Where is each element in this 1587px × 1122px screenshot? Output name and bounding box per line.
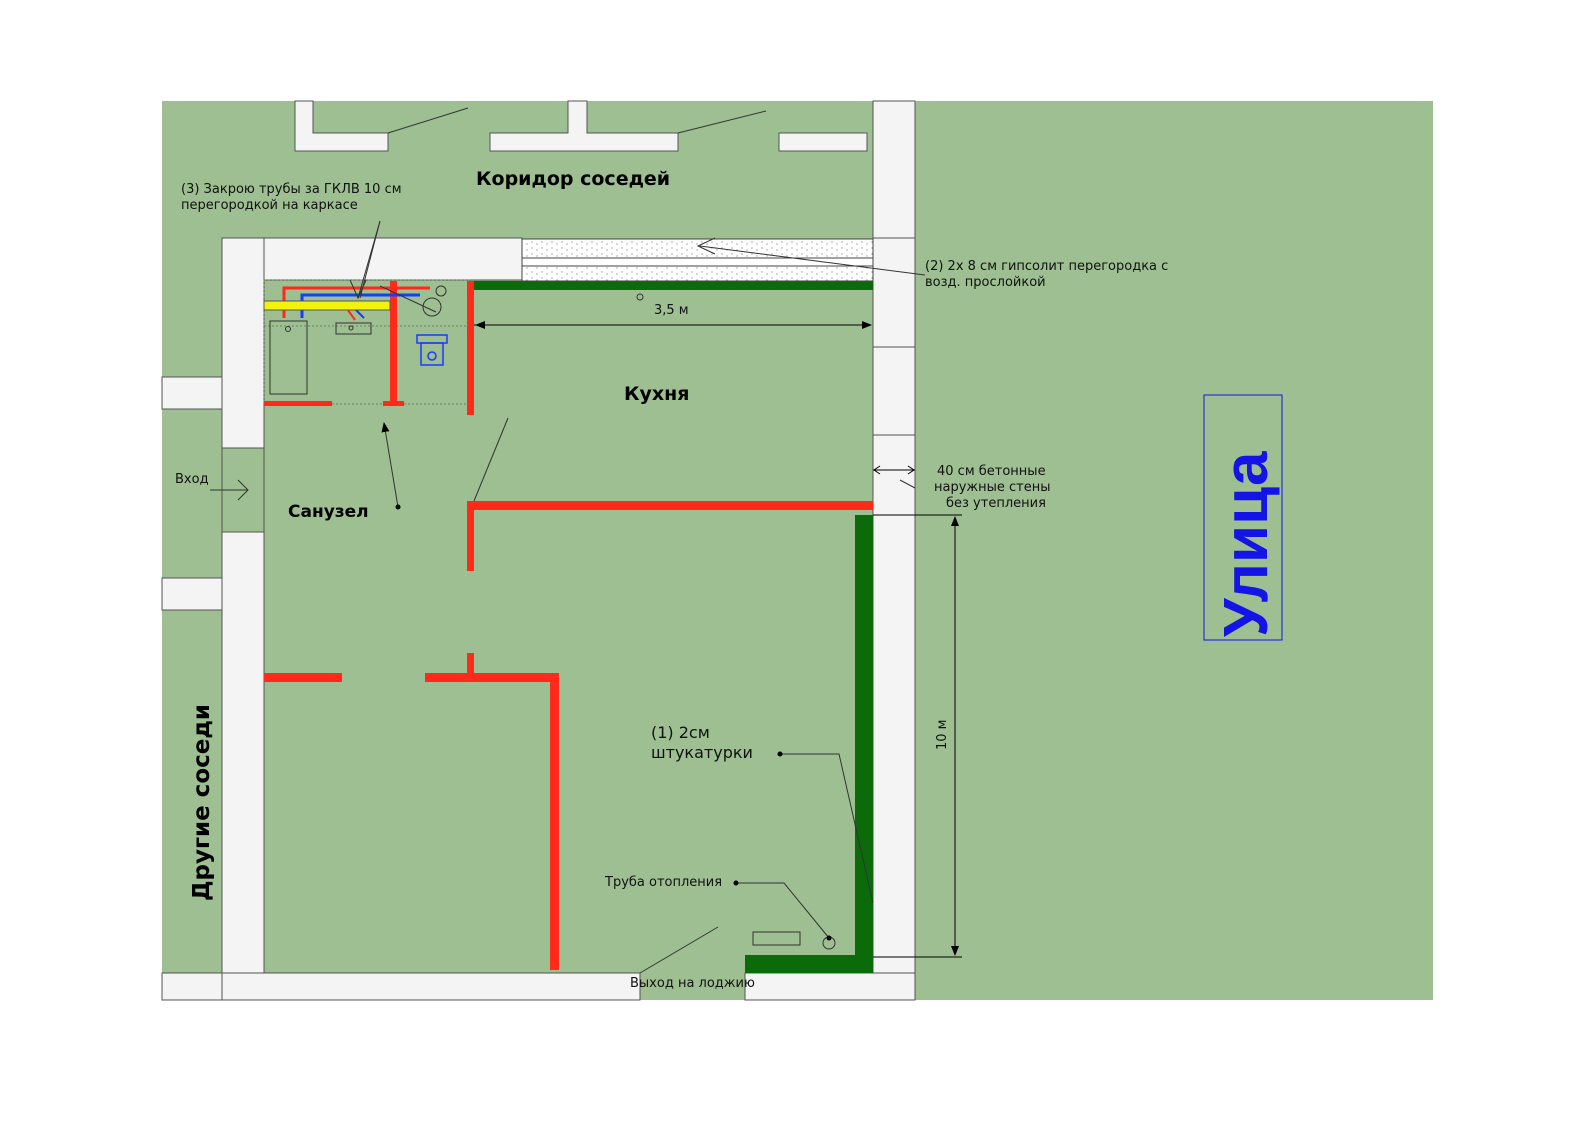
street-label-box — [1203, 394, 1283, 641]
bathroom-label: Санузел — [288, 502, 369, 522]
sink-icon — [335, 322, 372, 335]
length-dimension-label: 10 м — [935, 720, 950, 750]
kitchen-label: Кухня — [624, 383, 690, 405]
radiator-icon — [752, 931, 801, 946]
walls-note-line3: без утепления — [946, 496, 1046, 511]
entrance-label: Вход — [175, 472, 209, 487]
kitchen-riser-icon — [636, 293, 644, 301]
interior-partitions — [264, 281, 873, 970]
partition-note-line1: (2) 2х 8 см гипсолит перегородка с — [925, 259, 1168, 274]
pipes-note-line2: перегородкой на каркасе — [181, 198, 358, 213]
annotation-leaders — [349, 220, 926, 939]
corridor-label: Коридор соседей — [476, 168, 670, 190]
partition-note-line2: возд. прослойкой — [925, 275, 1046, 290]
pipes-note-line1: (3) Закрою трубы за ГКЛВ 10 см — [181, 182, 402, 197]
plaster-note-line1: (1) 2см — [651, 723, 710, 742]
corridor-walls — [294, 100, 868, 152]
gypsum-partition — [521, 238, 874, 282]
plaster-note-line2: штукатурки — [651, 743, 753, 762]
exterior-walls — [161, 100, 916, 1001]
bathtub-icon — [269, 320, 308, 395]
plaster-layer — [472, 281, 873, 973]
door-swing-lines — [473, 417, 719, 974]
toilet-icon — [416, 334, 448, 366]
entrance-arrow-icon — [210, 479, 249, 501]
width-dimension-label: 3,5 м — [654, 303, 689, 318]
length-dimension — [873, 514, 962, 958]
pipe-shelf — [263, 300, 391, 311]
corridor-leader-lines — [387, 107, 767, 134]
street-label: Улица — [1212, 451, 1281, 637]
other-neighbors-label: Другие соседи — [189, 704, 215, 901]
wall-thickness-dimension — [873, 465, 915, 475]
walls-note-line1: 40 см бетонные — [937, 464, 1046, 479]
riser-icon — [422, 285, 447, 317]
walls-note-line2: наружные стены — [934, 480, 1051, 495]
loggia-exit-label: Выход на лоджию — [630, 976, 755, 991]
bathroom-zone — [263, 279, 470, 405]
heating-pipe-label: Труба отопления — [604, 875, 722, 890]
